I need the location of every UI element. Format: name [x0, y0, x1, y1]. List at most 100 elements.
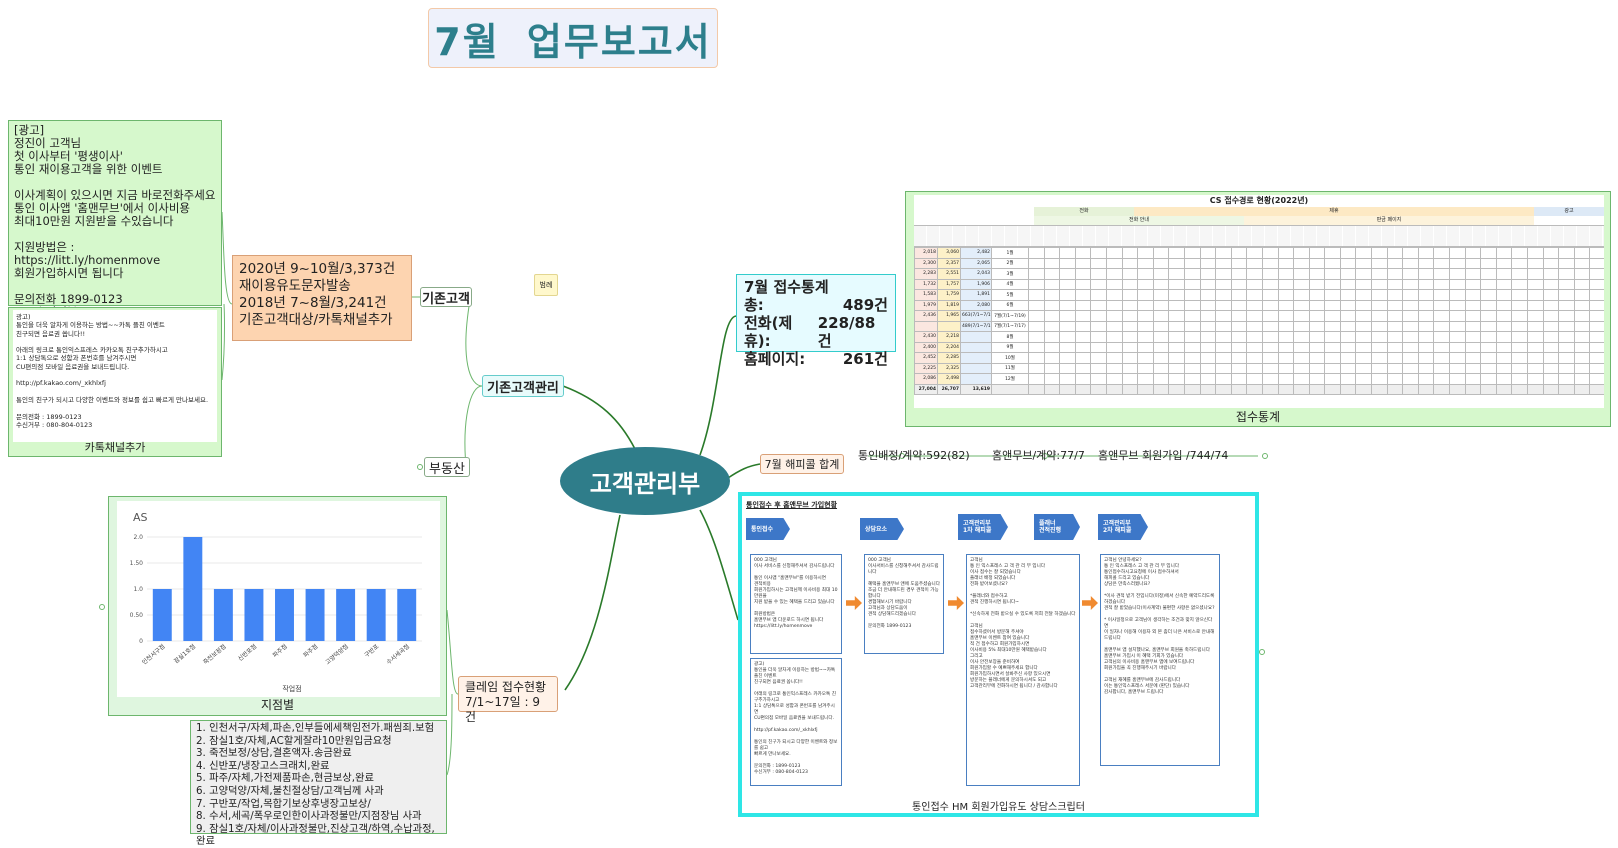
table-row: 489(7/1~7/17)7월(7/1~7/17)261 — [914, 320, 1604, 332]
table-cell — [1028, 257, 1045, 269]
reception-stats-table-image: CS 접수경로 현황(2022년) 전화 제휴 광고 전화 안내 판금 페이지 … — [914, 195, 1604, 408]
table-cell — [1480, 352, 1497, 364]
table-cell — [1074, 268, 1092, 280]
table-cell — [1573, 331, 1591, 343]
signup-script-box[interactable]: 통인접수 후 홈앤무브 가입현황 통인접수 상담요소 고객관리부 1차 해피콜 … — [738, 492, 1259, 817]
kakao-message-image: 광고) 통인을 더욱 알차게 이용하는 방법~~카톡 플친 이벤트 친구되면 음… — [13, 310, 217, 442]
table-cell — [1386, 383, 1404, 395]
reception-stats-box[interactable]: CS 접수경로 현황(2022년) 전화 제휴 광고 전화 안내 판금 페이지 … — [905, 191, 1611, 427]
table-cell — [1168, 331, 1185, 343]
table-cell — [1558, 362, 1575, 374]
chart-bar[interactable] — [397, 589, 417, 641]
table-cell — [1371, 268, 1388, 280]
table-cell — [1137, 310, 1154, 322]
table-cell — [1402, 310, 1419, 322]
table-cell — [1527, 257, 1544, 269]
table-cell — [1277, 268, 1295, 280]
table-cell: 2,357 — [937, 257, 961, 269]
table-cell — [1230, 352, 1248, 364]
table-cell — [1417, 268, 1435, 280]
table-cell — [1464, 310, 1482, 322]
table-cell — [1495, 320, 1513, 332]
chart-bar[interactable] — [183, 537, 203, 641]
chart-bar[interactable] — [213, 589, 233, 641]
table-cell — [1293, 331, 1310, 343]
happy-call-item[interactable]: 홈앤무브/계약:77/7 — [992, 449, 1085, 462]
table-cell — [1090, 362, 1107, 374]
happy-call-label[interactable]: 7월 해피콜 합계 — [760, 454, 844, 474]
table-cell — [1183, 247, 1201, 259]
table-cell: 2,325 — [937, 362, 961, 374]
table-cell — [1293, 362, 1310, 374]
table-cell — [1527, 289, 1544, 301]
list-item: 6. 고양덕양/자체,불친절상담/고객님께 사과 — [196, 784, 384, 797]
table-cell — [1168, 289, 1185, 301]
table-cell — [1293, 268, 1310, 280]
table-cell — [1402, 268, 1419, 280]
topic-realestate[interactable]: 부동산 — [424, 457, 470, 477]
table-cell: 3월 — [991, 268, 1029, 280]
list-item: 8. 수서,세곡/폭우로인한이사과정불만/지점장님 사과 — [196, 810, 422, 823]
table-cell — [1355, 268, 1373, 280]
topic-existing-customer[interactable]: 기존고객 — [420, 287, 472, 307]
legend-badge[interactable]: 범례 — [534, 274, 558, 296]
table-cell: 2,285 — [937, 352, 961, 364]
table-cell: 1,732 — [914, 278, 938, 290]
table-cell — [1589, 310, 1604, 322]
chart-xtick-label: 고양덕양점 — [324, 642, 350, 666]
table-cell — [1386, 362, 1404, 374]
chart-bar[interactable] — [244, 589, 264, 641]
happy-call-item[interactable]: 통인배정/계약:592(82) — [858, 449, 970, 462]
table-cell — [1573, 341, 1591, 353]
chart-bar[interactable] — [152, 589, 172, 641]
table-cell — [1449, 352, 1466, 364]
table-cell — [1371, 373, 1388, 385]
script-card: 광고) 통인을 더욱 알차게 이용하는 방법~~카톡 플친 이벤트 친구되면 음… — [750, 658, 842, 786]
table-cell — [1105, 362, 1123, 374]
report-title-box[interactable]: 7월 업무보고서 — [428, 8, 718, 68]
kakao-channel-box[interactable]: 광고) 통인을 더욱 알차게 이용하는 방법~~카톡 플친 이벤트 친구되면 음… — [8, 307, 222, 457]
table-cell — [1339, 373, 1357, 385]
table-cell — [1152, 268, 1170, 280]
table-cell — [1121, 247, 1139, 259]
table-cell: 1,979 — [914, 299, 938, 311]
happy-call-item[interactable]: 홈앤무브 회원가입 /744/74 — [1098, 449, 1229, 462]
chart-bar[interactable] — [305, 589, 325, 641]
table-cell — [1402, 373, 1419, 385]
table-cell — [1199, 257, 1217, 269]
table-cell — [1152, 362, 1170, 374]
table-cell — [1589, 383, 1604, 395]
table-cell — [1495, 352, 1513, 364]
table-cell — [1433, 310, 1451, 322]
table-cell — [1152, 341, 1170, 353]
center-node-label: 고객관리부 — [589, 469, 701, 498]
table-cell — [1542, 373, 1560, 385]
ad-message-box[interactable]: [광고] 정진이 고객님 첫 이사부터 '평생이사' 통인 재이용고객을 위한 … — [8, 120, 222, 319]
table-cell — [937, 320, 961, 332]
table-cell — [1589, 278, 1604, 290]
table-cell: 2,452 — [914, 352, 938, 364]
table-cell — [1339, 289, 1357, 301]
table-cell — [1511, 383, 1528, 395]
resend-summary-box[interactable]: 2020년 9~10월/3,373건 재이용유도문자발송 2018년 7~8월/… — [232, 255, 412, 341]
table-cell — [1339, 362, 1357, 374]
table-cell — [1433, 341, 1451, 353]
chart-bar[interactable] — [336, 589, 356, 641]
table-cell — [1277, 299, 1295, 311]
table-cell: 2,436 — [914, 310, 938, 322]
flow-arrow-icon — [846, 596, 862, 610]
chart-bar[interactable] — [366, 589, 386, 641]
table-cell — [1527, 352, 1544, 364]
table-cell — [1355, 373, 1373, 385]
claim-list-box[interactable]: 1. 인천서구/자체,파손,인부들에세책임전가.패씸죄.보험 2. 잠실1호/자… — [190, 720, 447, 847]
table-cell — [1277, 341, 1295, 353]
center-node[interactable]: 고객관리부 — [560, 447, 730, 515]
chart-bar[interactable] — [275, 589, 294, 641]
reception-table: 2,0183,0602,4821월13132,3002,3572,0652월10… — [914, 247, 1604, 395]
topic-existing-customer-management[interactable]: 기존고객관리 — [482, 375, 564, 397]
table-cell — [1589, 268, 1604, 280]
claim-status-label[interactable]: 클레임 접수현황 7/1~17일 : 9건 — [458, 676, 558, 724]
july-stats-box[interactable]: 7월 접수통계 총:489건 전화(제휴):228/88건 홈페이지:261건 — [736, 274, 896, 368]
